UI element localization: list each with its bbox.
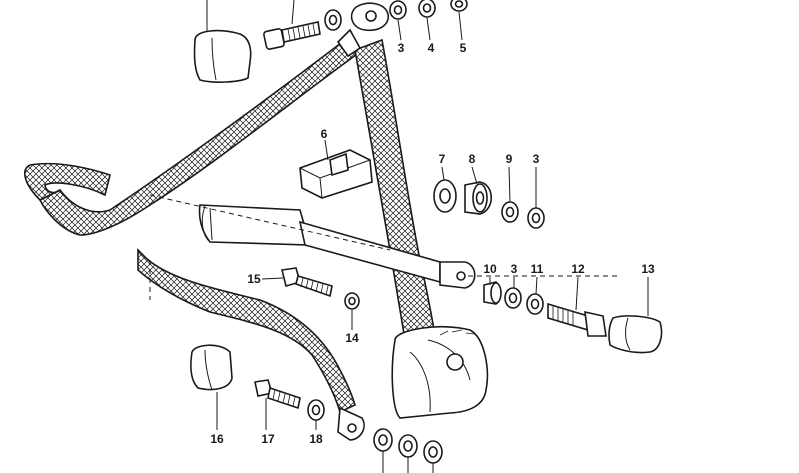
vertical-strap	[354, 38, 436, 341]
buckle-assembly	[198, 204, 476, 289]
cap-13	[608, 315, 663, 354]
callout-12: 12	[571, 262, 585, 276]
anchor-cover-cap	[193, 29, 252, 83]
callout-7: 7	[439, 152, 446, 166]
bolt-15-shank	[295, 274, 333, 298]
callout-15: 15	[247, 272, 261, 286]
upper-strap-fold	[336, 28, 362, 58]
anchor-bolt	[263, 21, 321, 50]
callout-3-middle: 3	[511, 262, 518, 276]
anchor-plate-hole	[365, 10, 377, 22]
callout-3-top: 3	[398, 41, 405, 55]
callout-6: 6	[321, 127, 328, 141]
belt-retractor	[391, 325, 489, 419]
callout-18: 18	[309, 432, 323, 446]
callout-11: 11	[531, 262, 544, 276]
callout-13: 13	[641, 262, 655, 276]
top-anchor-group	[193, 0, 468, 83]
upper-right-hardware	[433, 166, 545, 229]
left-loop-strap	[24, 162, 111, 201]
lap-strap	[137, 248, 356, 414]
callout-9: 9	[506, 152, 513, 166]
diagonal-strap	[38, 38, 362, 236]
cover-cap-16	[190, 344, 233, 391]
callout-17: 17	[261, 432, 275, 446]
callout-5: 5	[460, 41, 467, 55]
callout-4: 4	[428, 41, 435, 55]
callout-10: 10	[483, 262, 497, 276]
middle-right-hardware	[483, 276, 663, 354]
callout-14: 14	[345, 331, 359, 345]
callout-8: 8	[469, 152, 476, 166]
belt-guide-clip	[299, 139, 373, 199]
callout-labels: 3 4 5 6 7 8 9 3 10 3 11 12 13 15 14 16 1…	[210, 41, 655, 446]
callout-3-right: 3	[533, 152, 540, 166]
buckle-latch	[198, 204, 312, 246]
callout-16: 16	[210, 432, 224, 446]
lower-left-hardware	[261, 267, 360, 330]
bottom-hardware	[190, 344, 443, 473]
